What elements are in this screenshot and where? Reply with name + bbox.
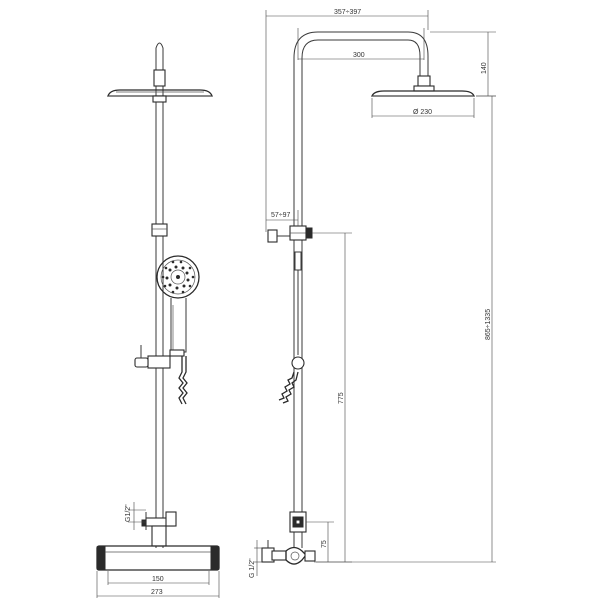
front-arm-joint [153, 69, 166, 87]
side-thread-dim: G 1/2" [249, 540, 262, 578]
front-upper-clamp [151, 223, 168, 237]
side-total-height-label: 865÷1335 [485, 309, 492, 340]
side-head-diameter-label: Ø 230 [413, 109, 432, 116]
front-total-width-dim: 273 [96, 571, 220, 598]
front-hose [178, 356, 184, 405]
side-arm-length-label: 300 [353, 52, 365, 59]
front-thread-dim: G1/2" [125, 502, 146, 530]
front-diverter [141, 511, 177, 547]
side-wall-offset-dim: 57÷97 [266, 210, 299, 226]
side-shower-head [371, 85, 475, 97]
side-arm-length-dim: 300 [297, 28, 425, 60]
side-thermostat-knob [289, 511, 307, 533]
side-view: 357÷397 300 140 Ø 230 57÷97 [249, 9, 496, 578]
side-valve-height-dim: 75 [306, 521, 334, 562]
front-slide-holder [134, 345, 185, 369]
side-reach-dim: 357÷397 [265, 9, 429, 232]
side-hose [278, 371, 295, 401]
front-shower-arm [155, 42, 164, 95]
front-shower-head [107, 89, 213, 103]
side-bracket-height-label: 775 [338, 392, 345, 404]
side-thread-label: G 1/2" [249, 558, 256, 578]
front-width-label: 273 [151, 589, 163, 596]
side-wall-bracket [267, 225, 313, 243]
side-drop-label: 140 [481, 62, 488, 74]
side-bracket-height-dim: 775 [312, 232, 352, 563]
side-arm-joint [417, 75, 431, 87]
side-drop-dim: 140 [430, 31, 496, 97]
front-hand-shower [156, 255, 200, 353]
side-wall-offset-label: 57÷97 [271, 212, 291, 219]
front-mixer-body [96, 545, 220, 571]
front-spacing-label: 150 [152, 576, 164, 583]
side-wall-connection [261, 540, 316, 565]
side-shower-arm [293, 31, 429, 78]
front-view: G1/2" 150 273 [96, 42, 220, 598]
side-hand-shower [291, 251, 305, 370]
side-reach-label: 357÷397 [334, 9, 361, 16]
side-head-diameter-dim: Ø 230 [371, 98, 475, 118]
side-total-height-dim: 865÷1335 [316, 95, 496, 563]
side-valve-height-label: 75 [321, 540, 328, 548]
front-thread-label: G1/2" [125, 504, 132, 522]
front-inlet-spacing-dim: 150 [107, 571, 210, 585]
